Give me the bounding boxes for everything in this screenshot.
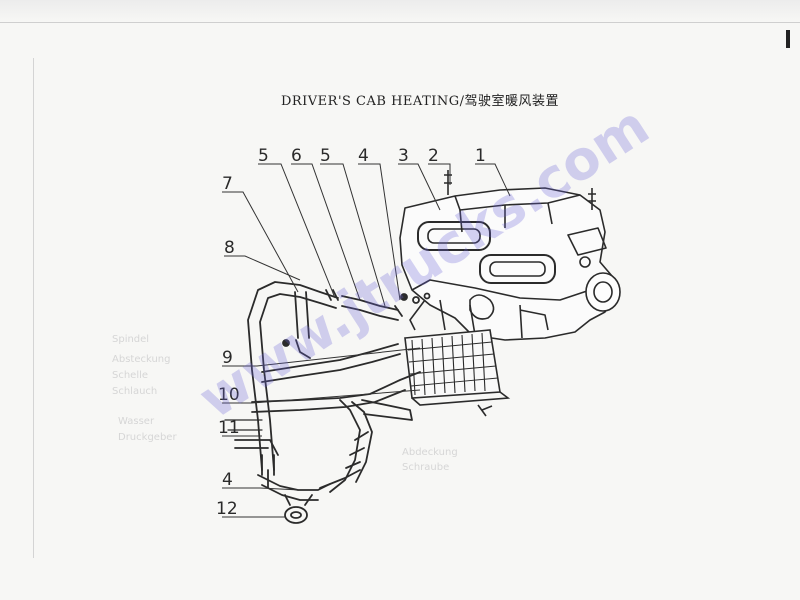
bleed-text: Schlauch [112, 386, 157, 397]
callout-label: 9 [222, 348, 233, 368]
page-title: DRIVER'S CAB HEATING/驾驶室暖风装置 [280, 94, 560, 109]
callout-label: 7 [222, 174, 233, 194]
callouts: 5 6 5 4 3 2 1 7 8 9 10 11 4 12 [216, 146, 486, 519]
callout-label: 10 [218, 385, 240, 405]
bleed-text: Wasser [118, 416, 155, 427]
bleed-text: Druckgeber [118, 432, 177, 443]
scan-top-edge [0, 0, 800, 23]
page-left-edge [33, 58, 34, 558]
bleed-text: Schelle [112, 370, 148, 381]
callout-label: 4 [358, 146, 369, 166]
bleed-text: Spindel [112, 334, 149, 345]
callout-label: 4 [222, 470, 233, 490]
callout-label: 1 [475, 146, 486, 166]
bleed-through-text: Spindel Absteckung Schelle Schlauch Wass… [112, 334, 458, 473]
callout-label: 8 [224, 238, 235, 258]
hose-assembly [224, 281, 431, 524]
leader-lines [222, 163, 511, 518]
callout-label: 3 [398, 146, 409, 166]
callout-label: 6 [291, 146, 302, 166]
callout-label: 12 [216, 499, 238, 519]
bleed-text: Absteckung [112, 354, 170, 365]
callout-label: 5 [258, 146, 269, 166]
bleed-text: Schraube [402, 462, 449, 473]
heater-box [399, 170, 621, 341]
radiator-core [404, 329, 511, 417]
callout-label: 2 [428, 146, 439, 166]
corner-mark [786, 30, 790, 48]
callout-label: 11 [218, 418, 240, 438]
bleed-text: Abdeckung [402, 447, 458, 458]
callout-label: 5 [320, 146, 331, 166]
